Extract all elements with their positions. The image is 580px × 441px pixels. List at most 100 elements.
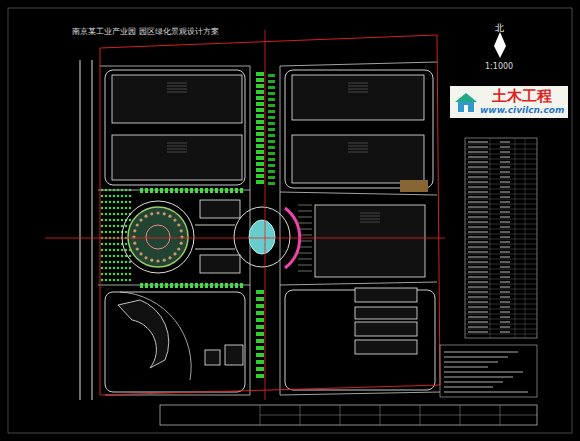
- table-row: [465, 204, 537, 205]
- tree: [117, 273, 120, 276]
- site-boundary: [100, 35, 440, 395]
- planting: [256, 78, 264, 82]
- planting: [235, 188, 238, 193]
- building-note: [360, 216, 380, 217]
- tree: [113, 255, 116, 258]
- tree: [121, 195, 124, 198]
- building: [200, 200, 240, 218]
- note-line: [444, 392, 528, 393]
- building-note: [167, 86, 187, 87]
- tree: [105, 213, 108, 216]
- planting: [200, 283, 203, 288]
- tree: [101, 195, 104, 198]
- planting: [150, 188, 153, 193]
- planting: [256, 360, 264, 364]
- planting: [256, 374, 264, 378]
- title-block-cell: [260, 415, 537, 416]
- building: [225, 345, 243, 365]
- table-cell: [468, 202, 488, 203]
- building-note: [348, 89, 368, 90]
- table-row: [465, 294, 537, 295]
- planting: [256, 180, 264, 184]
- planting: [268, 104, 275, 107]
- plaza-ring: [122, 201, 194, 273]
- planting: [170, 188, 173, 193]
- plaza-pattern: [150, 212, 153, 215]
- tree: [101, 219, 104, 222]
- building: [355, 288, 417, 302]
- plaza-pattern: [133, 242, 136, 245]
- table-row: [465, 179, 537, 180]
- table-cell: [500, 277, 510, 278]
- building-note: [348, 92, 368, 93]
- watermark-text: 土木工程: [480, 88, 564, 105]
- planting: [268, 170, 275, 173]
- table-cell: [468, 312, 488, 313]
- tree: [113, 279, 116, 282]
- planting: [256, 108, 264, 112]
- tree: [101, 267, 104, 270]
- table-row: [465, 184, 537, 185]
- tree: [121, 279, 124, 282]
- table-row: [465, 219, 537, 220]
- table-row: [465, 154, 537, 155]
- table: [465, 138, 537, 338]
- table-cell: [500, 202, 510, 203]
- building-note: [348, 146, 368, 147]
- planting: [220, 188, 223, 193]
- building-note: [167, 152, 187, 153]
- tree: [105, 261, 108, 264]
- tree: [101, 249, 104, 252]
- tree: [105, 255, 108, 258]
- planting: [160, 283, 163, 288]
- table-cell: [500, 242, 510, 243]
- table-row: [465, 224, 537, 225]
- table-cell: [500, 177, 510, 178]
- planting: [220, 283, 223, 288]
- planting: [215, 283, 218, 288]
- table-row: [465, 269, 537, 270]
- tree: [117, 195, 120, 198]
- planting: [256, 297, 264, 301]
- tree: [101, 261, 104, 264]
- tree: [105, 201, 108, 204]
- planting: [235, 283, 238, 288]
- tree: [113, 243, 116, 246]
- planting: [256, 90, 264, 94]
- building: [292, 75, 424, 120]
- table-cell: [500, 322, 510, 323]
- table-row: [465, 229, 537, 230]
- table-row: [465, 164, 537, 165]
- planting: [230, 188, 233, 193]
- planting: [150, 283, 153, 288]
- planting: [190, 283, 193, 288]
- planting: [240, 283, 243, 288]
- north-label: 北: [495, 22, 504, 35]
- wall: [458, 102, 474, 112]
- tree: [105, 225, 108, 228]
- building-note: [360, 222, 380, 223]
- planting: [185, 283, 188, 288]
- tree: [121, 225, 124, 228]
- table-cell: [468, 277, 488, 278]
- block-outline: [285, 70, 433, 188]
- planting: [256, 102, 264, 106]
- table-cell: [500, 332, 510, 333]
- table-cell: [468, 227, 488, 228]
- planting: [268, 98, 275, 101]
- tree: [129, 201, 132, 204]
- watermark-url: www.civilcn.com: [480, 105, 564, 115]
- table-col: [490, 138, 491, 338]
- table-cell: [500, 227, 510, 228]
- sheet-frame: [8, 8, 572, 433]
- road-edge: [92, 60, 93, 400]
- tree: [113, 231, 116, 234]
- tree: [105, 267, 108, 270]
- table-row: [465, 334, 537, 335]
- plaza-center: [146, 225, 170, 249]
- table-cell: [468, 257, 488, 258]
- plaza-pattern: [150, 259, 153, 262]
- planting: [200, 188, 203, 193]
- tree: [121, 261, 124, 264]
- door: [464, 105, 468, 112]
